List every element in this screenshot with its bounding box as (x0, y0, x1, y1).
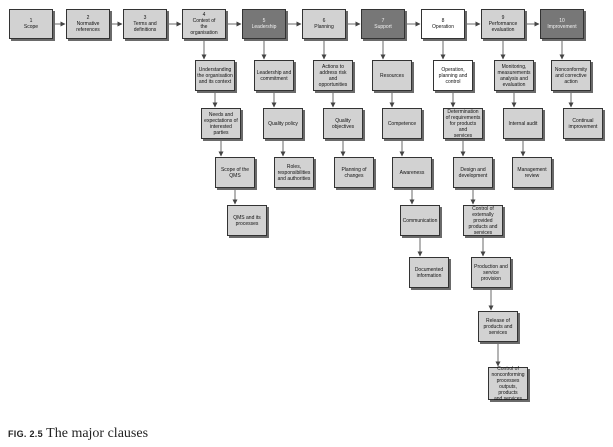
sub-communication: Communication (400, 205, 440, 236)
iso-clauses-diagram: 1 Scope 2 Normative references 3 Terms a… (9, 9, 603, 402)
sub-actions-to-address-risk: Actions to address risk and opportunitie… (313, 60, 353, 91)
sub-documented-information: Documented information (409, 257, 449, 288)
sub-planning-of-changes: Planning of changes (334, 157, 374, 188)
clause-leadership: 5 Leadership (242, 9, 286, 39)
figure-title: The major clauses (46, 426, 149, 441)
sub-production-and-service-provision: Production and service provision (471, 257, 511, 288)
sub-control-of-nonconforming: Control of nonconforming processes outpu… (488, 366, 528, 402)
clause-scope: 1 Scope (9, 9, 53, 39)
clause-performance-evaluation: 9 Performance evaluation (481, 9, 525, 39)
connector-lines (53, 21, 574, 367)
clause-planning: 6 Planning (302, 9, 346, 39)
sub-monitoring-measurements: Monitoring, measurements analysis and ev… (494, 60, 534, 91)
sub-understanding-the-organisation: Understanding the organisation and its c… (195, 60, 235, 91)
sub-awareness: Awareness (392, 157, 432, 188)
clause-support: 7 Support (361, 9, 405, 39)
sub-needs-and-expectations: Needs and expectations of interested par… (201, 108, 241, 139)
sub-management-review: Management review (512, 157, 552, 188)
sub-determination-of-requirements: Determination of requirements for produc… (443, 108, 483, 139)
sub-quality-policy: Quality policy (263, 108, 303, 139)
clause-terms-and-definitions: 3 Terms and definitions (123, 9, 167, 39)
clause-improvement: 10 Improvement (540, 9, 584, 39)
clause-context-of-the-organisation: 4 Context of the organisation (182, 9, 226, 39)
sub-roles-responsibilities: Roles, responsibilities and authorities (274, 157, 314, 188)
sub-release-of-products: Release of products and services (478, 311, 518, 342)
figure-caption: FIG. 2.5 The major clauses (8, 426, 148, 442)
clause-normative-references: 2 Normative references (66, 9, 110, 39)
sub-competence: Competence (382, 108, 422, 139)
sub-leadership-and-commitment: Leadership and commitment (254, 60, 294, 91)
sub-design-and-development: Design and development (453, 157, 493, 188)
sub-continual-improvement: Continual improvement (563, 108, 603, 139)
clause-operation: 8 Operation (421, 9, 465, 39)
sub-qms-and-its-processes: QMS and its processes (227, 205, 267, 236)
sub-resources: Resources (372, 60, 412, 91)
sub-nonconformity-and-corrective-action: Nonconformity and corrective action (551, 60, 591, 91)
sub-scope-of-the-qms: Scope of the QMS (215, 157, 255, 188)
sub-operation-planning-and-control: Operation, planning and control (433, 60, 473, 91)
sub-control-of-externally-provided: Control of externally provided products … (463, 205, 503, 236)
sub-internal-audit: Internal audit (503, 108, 543, 139)
sub-quality-objectives: Quality objectives (323, 108, 363, 139)
figure-number: FIG. 2.5 (8, 429, 43, 439)
